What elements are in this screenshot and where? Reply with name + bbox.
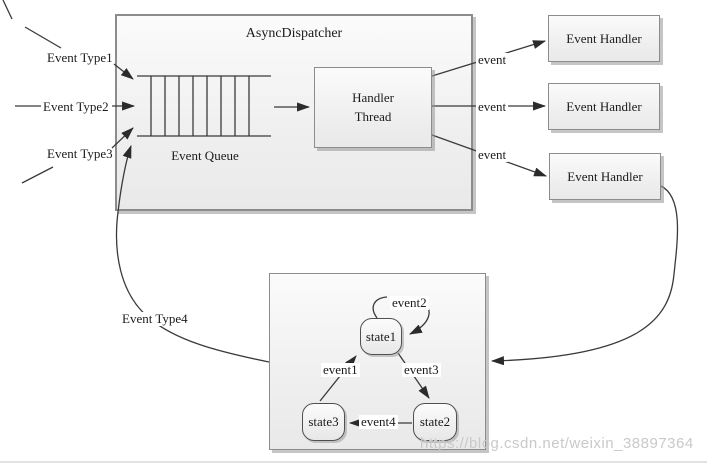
- state1-node: state1: [360, 318, 402, 355]
- decor-stroke-upper: [24, 26, 62, 49]
- state3-label: state3: [308, 414, 339, 429]
- transition-event2-loop-start: [372, 296, 388, 319]
- event-type1-arrow: [113, 63, 134, 80]
- event-type3-arrow: [111, 127, 134, 149]
- event-queue-label: Event Queue: [171, 148, 239, 163]
- state2-label: state2: [419, 414, 451, 429]
- decor-stroke-top-corner: [2, 0, 13, 20]
- transition-event3-label: event3: [402, 362, 441, 378]
- event-wire-label-1: event: [476, 52, 509, 68]
- state3-node: state3: [302, 403, 345, 441]
- event-handler-label-1: Event Handler: [566, 30, 642, 46]
- handler-to-statemachine-curve: [490, 185, 679, 366]
- event-type1-label: Event Type1: [47, 50, 113, 65]
- transition-event2-label: event2: [390, 295, 429, 311]
- dispatcher-title: AsyncDispatcher: [245, 26, 343, 41]
- event-handler-label-3: Event Handler: [567, 168, 643, 184]
- event-type4-label: Event Type4: [120, 311, 190, 327]
- event-type4-curve: [115, 145, 270, 363]
- event-wire-label-3: event: [476, 147, 509, 163]
- decor-stroke-lower: [21, 166, 54, 184]
- event-queue-glyph: [137, 75, 271, 137]
- handler-thread-label: Handler Thread: [352, 89, 394, 124]
- event-handler-label-2: Event Handler: [566, 98, 642, 114]
- event-type2-label: Event Type2: [43, 99, 109, 114]
- handler-thread-box: Handler Thread: [314, 67, 432, 148]
- state2-node: state2: [413, 403, 457, 441]
- state1-label: state1: [365, 328, 397, 344]
- image-bottom-edge: [0, 461, 707, 463]
- event-wire-label-2: event: [476, 99, 509, 115]
- event-handler-box-1: Event Handler: [548, 15, 660, 62]
- event-handler-box-3: Event Handler: [549, 153, 661, 200]
- transition-event1-label: event1: [321, 362, 360, 378]
- transition-event4-label: event4: [359, 414, 398, 430]
- watermark-text: https://blog.csdn.net/weixin_38897364: [420, 435, 694, 452]
- event-handler-box-2: Event Handler: [548, 83, 660, 130]
- event-type3-label: Event Type3: [47, 146, 113, 161]
